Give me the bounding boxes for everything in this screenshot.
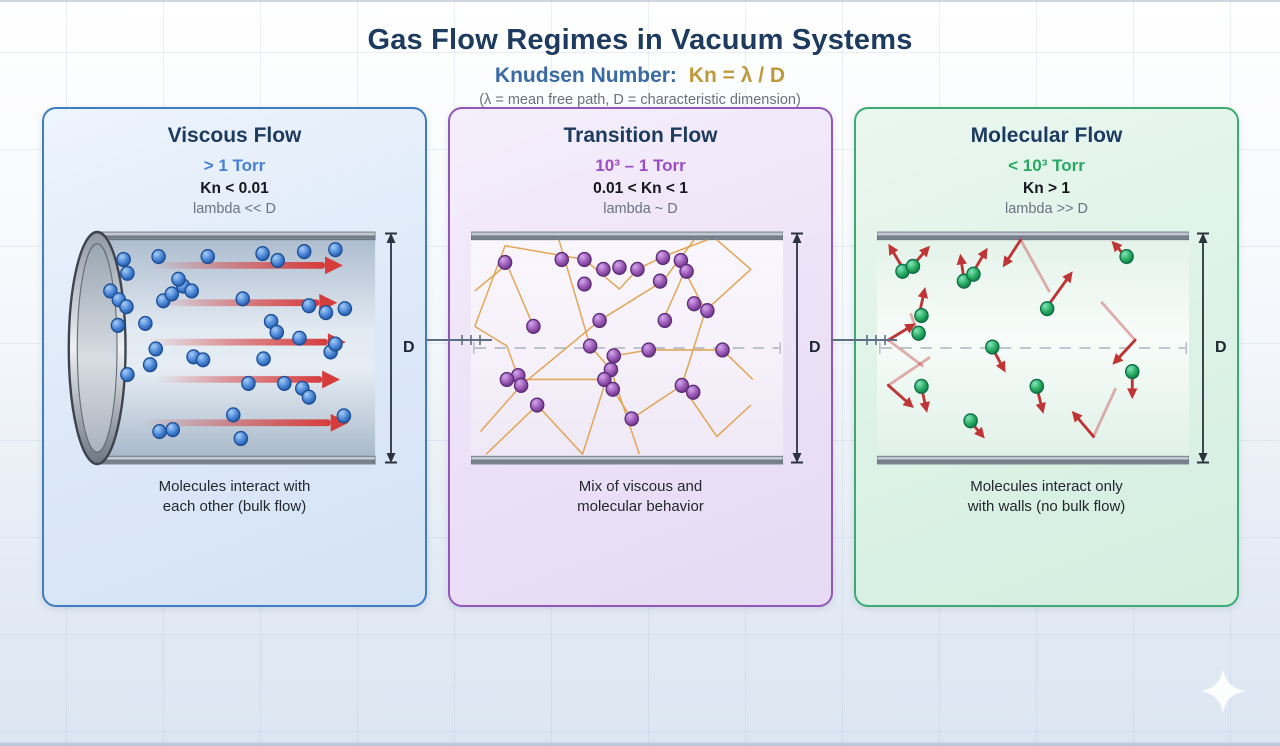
panel-caption: Molecules interact only with walls (no b… [856,477,1237,518]
panel-title: Transition Flow [563,124,718,147]
transition-flow-illustration [471,231,783,465]
knudsen-range: Kn < 0.01 [200,180,269,197]
pressure-range: 10³ – 1 Torr [595,156,686,175]
connector-line-left [426,335,492,345]
illustration-row: D [44,230,425,466]
pressure-range: > 1 Torr [203,156,266,175]
panel-title: Molecular Flow [970,124,1123,147]
dimension-label: D [809,339,821,356]
caption-line-2: each other (bulk flow) [162,498,307,516]
knudsen-formula: Kn = λ / D [688,64,786,87]
caption-line-1: Mix of viscous and [578,478,703,495]
lambda-relation: lambda ~ D [603,201,678,217]
panel-viscous-flow: Viscous Flow > 1 Torr Kn < 0.01 lambda <… [42,107,427,607]
dimension-indicator: D [382,230,415,466]
dimension-arrow-icon [791,232,803,464]
panel-transition-flow: Transition Flow 10³ – 1 Torr 0.01 < Kn <… [448,107,833,607]
panel-caption: Molecules interact with each other (bulk… [44,477,425,518]
illustration-row: D [856,230,1237,466]
molecular-flow-illustration [877,231,1189,465]
dimension-arrow-icon [385,232,397,464]
knudsen-range: Kn > 1 [1023,180,1070,197]
top-edge-line [0,0,1280,2]
caption-line-1: Molecules interact with [158,478,311,495]
knudsen-range: 0.01 < Kn < 1 [593,180,688,197]
caption-line-2: molecular behavior [577,498,704,516]
dimension-arrow-icon [1197,232,1209,464]
dimension-label: D [1215,339,1227,356]
lambda-relation: lambda >> D [1004,201,1089,217]
dimension-label: D [403,339,415,356]
pressure-range: < 10³ Torr [1008,156,1085,175]
illustration-row: D [450,230,831,466]
connector-line-right [831,335,897,345]
panel-caption: Mix of viscous and molecular behavior [450,477,831,518]
dimension-indicator: D [1194,230,1227,466]
lambda-relation: lambda << D [192,201,277,217]
dimension-indicator: D [788,230,821,466]
sparkle-icon [1200,668,1246,714]
panel-title: Viscous Flow [167,124,302,147]
caption-line-2: with walls (no bulk flow) [967,498,1126,516]
panels-row: Viscous Flow > 1 Torr Kn < 0.01 lambda <… [42,107,1239,607]
bottom-edge-line [0,742,1280,746]
subtitle: Knudsen Number: Kn = λ / D [0,64,1280,88]
knudsen-label: Knudsen Number: [494,64,677,87]
header: Gas Flow Regimes in Vacuum Systems Knuds… [0,24,1280,108]
subtitle-note: (λ = mean free path, D = characteristic … [479,92,801,108]
caption-line-1: Molecules interact only [970,478,1123,495]
page-title: Gas Flow Regimes in Vacuum Systems [367,24,913,56]
viscous-flow-illustration [67,230,376,466]
panel-molecular-flow: Molecular Flow < 10³ Torr Kn > 1 lambda … [854,107,1239,607]
